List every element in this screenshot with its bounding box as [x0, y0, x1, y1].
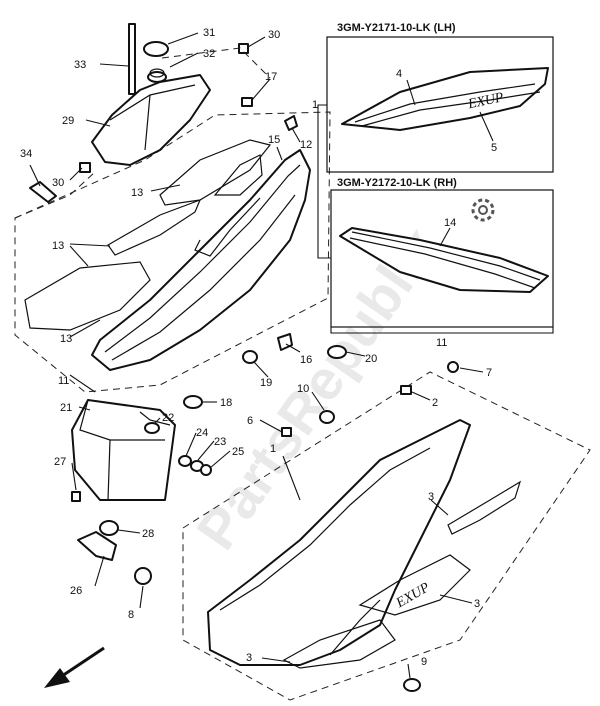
- gear-icon: [471, 198, 495, 222]
- guide-top: [161, 47, 271, 79]
- side-decal-logo: EXUP: [393, 580, 433, 612]
- washer-24: [178, 455, 192, 467]
- lh-decal: EXUP: [341, 67, 549, 131]
- side-decal-lower: [282, 619, 396, 669]
- label-23: 23: [214, 436, 226, 448]
- bolt-17: [241, 97, 253, 107]
- label-6: 6: [247, 415, 253, 427]
- label-13-c: 13: [60, 333, 72, 345]
- label-30-top: 30: [268, 29, 280, 41]
- callout-labels: 31 32 33 30 17 29 34 30 12 15 1 13 13 13…: [20, 27, 497, 668]
- label-29: 29: [62, 115, 74, 127]
- side-decal-upper: [447, 480, 522, 535]
- label-17: 17: [265, 71, 277, 83]
- label-3-upper: 3: [428, 491, 434, 503]
- cap-31: [143, 41, 169, 57]
- clip-12: [284, 115, 298, 131]
- side-decal-logo-area: [358, 554, 471, 616]
- label-10: 10: [297, 383, 309, 395]
- clip-2: [400, 385, 412, 395]
- label-25: 25: [232, 446, 244, 458]
- label-30-left: 30: [52, 177, 64, 189]
- rear-cover-group-frame: [14, 111, 331, 393]
- stud-33: [128, 23, 136, 95]
- cowl-decal-d: [213, 154, 263, 196]
- grommet-8: [134, 567, 152, 585]
- label-24: 24: [196, 427, 208, 439]
- label-3-right: 3: [474, 598, 480, 610]
- grommet-19: [242, 350, 258, 364]
- grommet-10: [319, 410, 335, 424]
- label-11-right: 11: [436, 337, 447, 349]
- label-28: 28: [142, 528, 154, 540]
- label-1-bottom: 1: [270, 443, 276, 455]
- label-20: 20: [365, 353, 377, 365]
- label-34: 34: [20, 148, 32, 160]
- bracket-1-to-boxes: [317, 104, 331, 259]
- label-18: 18: [220, 397, 232, 409]
- label-16: 16: [300, 354, 312, 366]
- nut-25: [200, 464, 212, 476]
- label-2: 2: [432, 397, 438, 409]
- tail-cover: [91, 74, 211, 166]
- label-27: 27: [54, 456, 66, 468]
- label-15: 15: [268, 134, 280, 146]
- label-8: 8: [128, 609, 134, 621]
- leader-lines: [29, 32, 494, 679]
- label-13-a: 13: [131, 187, 143, 199]
- rear-cover-frame: [91, 149, 311, 371]
- clip-6: [281, 427, 292, 437]
- cowl-decal-b: [107, 198, 202, 256]
- label-33: 33: [74, 59, 86, 71]
- label-11-left: 11: [58, 375, 69, 387]
- battery-box: [71, 399, 176, 501]
- label-9: 9: [421, 656, 427, 668]
- label-7: 7: [486, 367, 492, 379]
- label-19: 19: [260, 377, 272, 389]
- grommet-20: [327, 345, 347, 359]
- rh-decal: [339, 227, 549, 293]
- label-21: 21: [60, 402, 72, 414]
- bolt-30-top: [238, 43, 249, 54]
- label-14: 14: [444, 217, 456, 229]
- grommet-18: [183, 395, 203, 409]
- label-5: 5: [491, 142, 497, 154]
- label-13-b: 13: [52, 240, 64, 252]
- bracket-11-under-rh-box: [330, 327, 554, 334]
- side-cover-group-frame: [182, 371, 591, 701]
- label-31: 31: [203, 27, 215, 39]
- cowl-decal-c: [24, 261, 151, 331]
- bolt-30-left: [79, 162, 91, 173]
- rh-part-number: 3GM-Y2172-10-LK (RH): [337, 177, 457, 189]
- label-4: 4: [396, 68, 402, 80]
- lh-part-number: 3GM-Y2171-10-LK (LH): [337, 22, 456, 34]
- screw-34: [29, 181, 57, 203]
- bushing-22: [144, 422, 160, 434]
- bolt-7: [447, 361, 459, 373]
- front-direction-arrow-icon: [44, 646, 105, 688]
- grommet-32: [147, 68, 167, 83]
- frame-lead-11-left: [69, 374, 96, 393]
- grommet-9: [403, 678, 421, 692]
- label-26: 26: [70, 585, 82, 597]
- damper-28: [99, 520, 119, 536]
- bracket-26: [77, 531, 117, 561]
- label-12: 12: [300, 139, 312, 151]
- screw-27: [71, 491, 81, 502]
- side-cover: [207, 419, 471, 666]
- label-3-lower: 3: [246, 652, 252, 664]
- label-22: 22: [162, 412, 174, 424]
- label-32: 32: [203, 48, 215, 60]
- label-1-top: 1: [312, 99, 318, 111]
- clip-16: [277, 333, 293, 351]
